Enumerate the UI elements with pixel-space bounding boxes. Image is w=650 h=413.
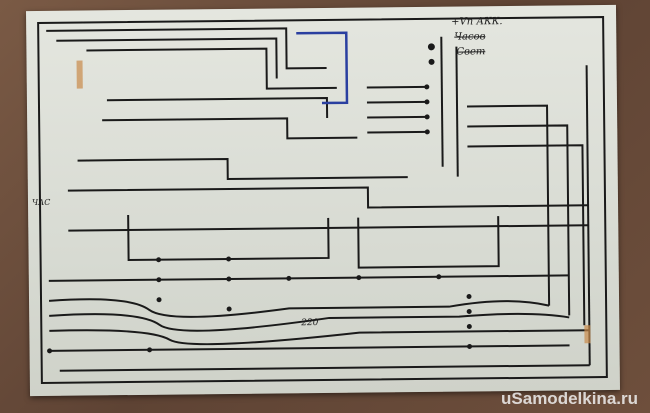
label-light: Свет — [456, 46, 486, 58]
label-clock: Часов — [454, 31, 486, 43]
label-power-plus: +Vп АКК. — [451, 16, 503, 28]
label-left: ЧАС — [31, 197, 51, 208]
blue-ink-trace — [296, 31, 349, 105]
watermark: uSamodelkina.ru — [501, 389, 638, 408]
pcb-drawing-paper: +Vп АКК. Часов Свет ЧАС 220 — [26, 4, 620, 397]
solder-pads — [47, 43, 473, 354]
orange-mark — [584, 325, 591, 344]
label-mains: 220 — [301, 318, 319, 329]
circuit-traces — [37, 16, 608, 384]
ink-traces — [37, 16, 608, 384]
orange-mark — [76, 60, 83, 89]
